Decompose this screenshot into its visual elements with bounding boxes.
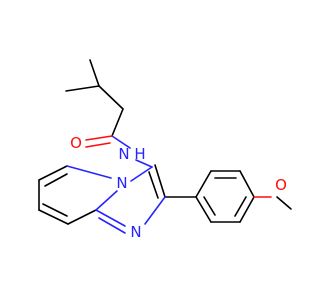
bond-carbonyl-nh [111, 135, 131, 149]
bond-nitrogen [66, 135, 166, 234]
bond-c3-n4 [130, 166, 153, 182]
bond-ar1-ar2 [195, 170, 212, 198]
atom-hydrogen-amide: H [134, 145, 145, 163]
bond-ch2-carbonyl [111, 108, 124, 137]
bond-carbonyl-o-a [85, 135, 113, 141]
bond-methoxy-methyl [276, 196, 292, 210]
bond-c6-c5-b [44, 173, 68, 187]
atom-nitrogen-imidazole: N [130, 223, 141, 241]
bond-ar4-ar5-b [234, 196, 247, 217]
atom-nitrogen-bridgehead: N [116, 174, 127, 192]
bond-c8-c7-b [42, 203, 68, 217]
bond-n4-c5 [66, 165, 112, 179]
bond-c8a-c8 [67, 209, 97, 225]
atom-oxygen-methoxy: O [275, 176, 287, 194]
bond-oxygen [85, 135, 272, 198]
bond-skeleton [38, 59, 292, 225]
bond-nh-c3 [135, 159, 153, 168]
bond-carbonyl-o-b [85, 142, 111, 148]
bond-methyl-left [65, 85, 100, 92]
bond-ar4-ar5-a [239, 196, 255, 223]
atom-labels: O N H N N O [70, 134, 287, 241]
bond-ch-ch2 [98, 85, 124, 110]
bond-ar6-ar1-a [195, 196, 212, 223]
bond-ar6-ar1-b [203, 196, 216, 216]
bond-c3-c2-b [148, 171, 159, 199]
atom-nitrogen-amide: N [118, 145, 129, 163]
bond-c2-n1 [144, 196, 166, 225]
bond-c3-c2-a [154, 164, 166, 198]
bond-n4-c8a [95, 190, 118, 211]
bond-c8-c7-a [38, 209, 69, 225]
molecule-structure-diagram: O N H N N O [38, 59, 292, 241]
bond-methyl-top [89, 59, 100, 87]
bond-n1-c8a-b [98, 217, 126, 234]
atom-oxygen-carbonyl: O [70, 134, 82, 152]
bond-n1-c8a-a [95, 209, 126, 227]
bond-c6-c5-a [38, 165, 68, 181]
bond-ar3-ar4 [239, 170, 255, 198]
